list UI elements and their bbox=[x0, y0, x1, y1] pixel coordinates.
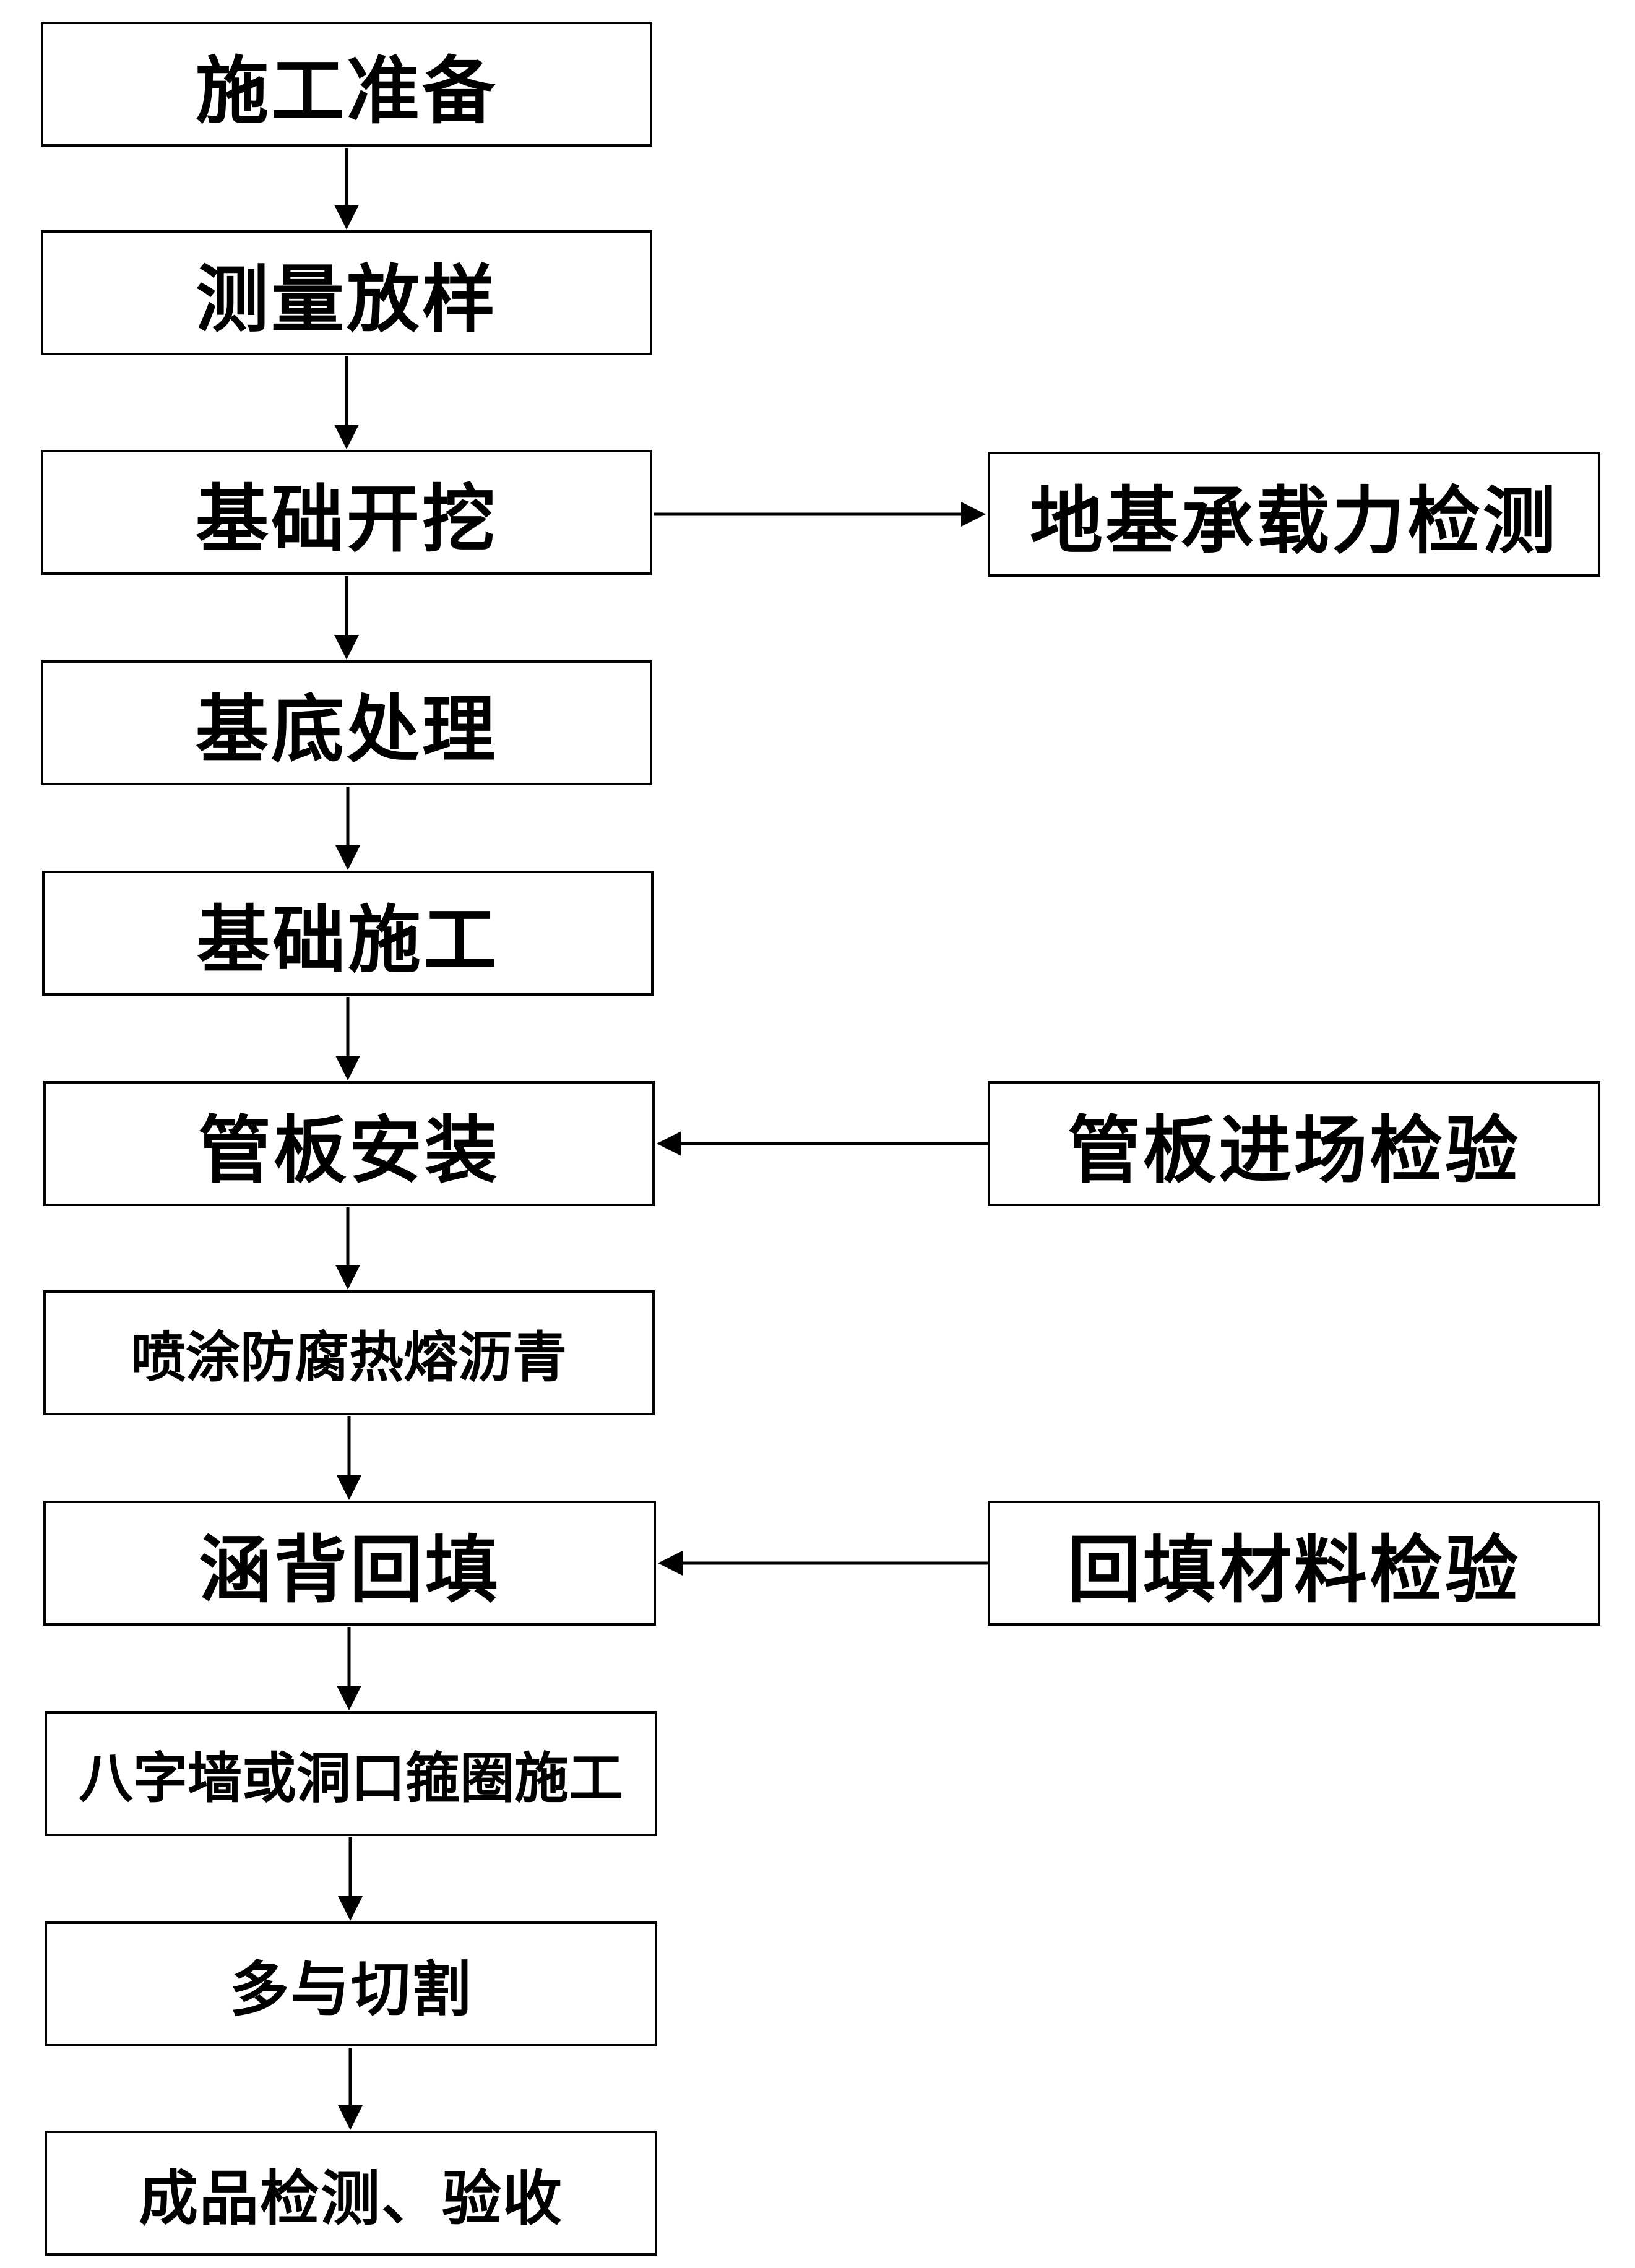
step-label: 多与切割 bbox=[230, 1954, 472, 2024]
step-cutting: 多与切割 bbox=[45, 1921, 657, 2046]
step-label: 基础施工 bbox=[196, 897, 499, 983]
step-foundation-excavation: 基础开挖 bbox=[41, 450, 652, 575]
side-foundation-bearing-capacity-test: 地基承载力检测 bbox=[988, 452, 1600, 577]
step-final-inspection-acceptance: 成品检测、验收 bbox=[45, 2131, 657, 2256]
step-construction-preparation: 施工准备 bbox=[41, 22, 652, 147]
step-foundation-construction: 基础施工 bbox=[42, 871, 654, 996]
step-label: 测量放样 bbox=[195, 256, 498, 342]
step-survey-layout: 测量放样 bbox=[41, 230, 652, 355]
step-label: 施工准备 bbox=[195, 48, 498, 134]
step-pipe-plate-installation: 管板安装 bbox=[43, 1081, 655, 1206]
side-label: 地基承载力检测 bbox=[1029, 478, 1558, 564]
step-label: 基础开挖 bbox=[195, 476, 498, 562]
step-wingwall-or-portal-hoop-construction: 八字墙或洞口箍圈施工 bbox=[45, 1711, 657, 1836]
step-label: 八字墙或洞口箍圈施工 bbox=[78, 1746, 623, 1810]
step-culvert-backfill: 涵背回填 bbox=[43, 1501, 656, 1626]
side-backfill-material-inspection: 回填材料检验 bbox=[988, 1501, 1600, 1626]
side-label: 回填材料检验 bbox=[1067, 1527, 1521, 1613]
step-label: 基底处理 bbox=[195, 686, 498, 772]
step-base-treatment: 基底处理 bbox=[41, 660, 652, 785]
step-anticorrosion-asphalt-spraying: 喷涂防腐热熔沥青 bbox=[43, 1290, 655, 1415]
step-label: 管板安装 bbox=[197, 1107, 500, 1193]
side-label: 管板进场检验 bbox=[1067, 1107, 1521, 1193]
step-label: 成品检测、验收 bbox=[139, 2163, 563, 2233]
side-pipe-plate-incoming-inspection: 管板进场检验 bbox=[988, 1081, 1600, 1206]
step-label: 喷涂防腐热熔沥青 bbox=[131, 1325, 567, 1389]
step-label: 涵背回填 bbox=[198, 1527, 501, 1613]
